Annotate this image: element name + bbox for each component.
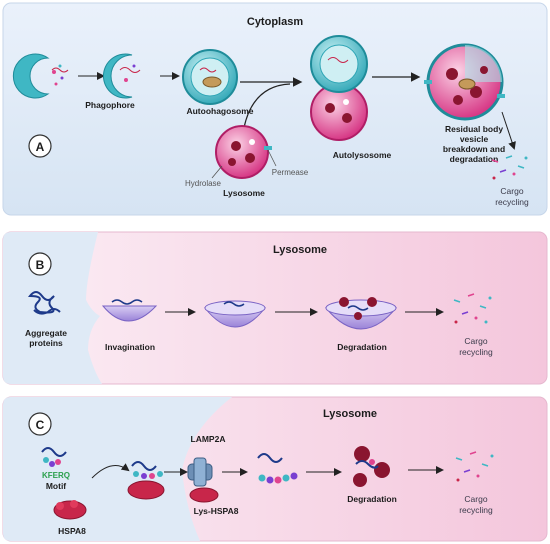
panel-b: Lysosome B Aggregate proteins Invaginati… <box>2 231 548 385</box>
label-cargo-b-1: Cargo <box>464 336 487 346</box>
hydrolase-pointer <box>211 165 223 179</box>
panel-c-letter: C <box>36 418 45 432</box>
label-lys-hspa8: Lys-HSPA8 <box>194 506 239 516</box>
label-hspa8: HSPA8 <box>58 526 86 536</box>
label-cargo-b-2: recycling <box>459 347 493 357</box>
unfolded-substrate-icon <box>257 453 298 484</box>
panel-a-letter: A <box>36 140 45 154</box>
label-lamp2a: LAMP2A <box>191 434 226 444</box>
lysosome-icon <box>215 125 272 179</box>
label-residual-4: degradation <box>450 154 499 164</box>
phagophore-closing-icon <box>102 53 141 99</box>
label-degradation-c: Degradation <box>347 494 397 504</box>
label-cargo-c-1: Cargo <box>464 494 487 504</box>
label-permease: Permease <box>272 168 309 177</box>
panel-a-letter-badge <box>28 134 52 158</box>
panel-a-background <box>2 2 548 216</box>
label-aggregate-1: Aggregate <box>25 328 67 338</box>
label-residual-2: vesicle <box>460 134 489 144</box>
permease-pointer <box>267 149 277 167</box>
hspa8-protein-icon <box>53 500 87 520</box>
cargo-fragments-c <box>455 451 494 482</box>
arrow-to-cargo-a <box>501 111 516 150</box>
lamp2a-receptor-icon <box>187 457 213 487</box>
phagophore-icon <box>12 53 69 99</box>
label-invagination: Invagination <box>105 342 155 352</box>
label-hydrolase: Hydrolase <box>185 179 222 188</box>
label-residual-3: breakdown and <box>443 144 505 154</box>
invagination-bowl-icon <box>101 299 158 322</box>
label-kferq: KFERQ <box>42 471 70 480</box>
panel-b-title: Lysosome <box>273 244 327 256</box>
panel-c-title: Lysosome <box>323 408 377 420</box>
label-phagophore: Phagophore <box>85 100 135 110</box>
label-cargo-a-1: Cargo <box>500 186 523 196</box>
lys-hspa8-protein-icon <box>189 487 219 503</box>
label-autophagosome: Autoohagosome <box>186 106 253 116</box>
autophagosome-icon <box>182 49 238 105</box>
panel-c: Lysosome C KFERQ Motif HSPA8 LAMP2A <box>2 396 548 542</box>
label-lysosome: Lysosome <box>223 188 265 198</box>
panel-b-letter: B <box>36 258 45 272</box>
arrow-c-1 <box>91 463 130 479</box>
label-cargo-a-2: recycling <box>495 197 529 207</box>
label-cargo-c-2: recycling <box>459 505 493 515</box>
panel-b-letter-badge <box>28 252 52 276</box>
cargo-fragments-b <box>453 293 492 324</box>
aggregate-proteins-icon <box>27 291 61 315</box>
substrate-complex-icon <box>127 461 165 500</box>
autolysosome-icon <box>310 35 368 141</box>
panel-c-letter-badge <box>28 412 52 436</box>
panel-a: Cytoplasm Phagophore Autoohagosome <box>2 2 548 216</box>
label-degradation-b: Degradation <box>337 342 387 352</box>
degradation-c-icon <box>353 446 390 487</box>
cargo-fragments-a <box>491 155 528 180</box>
label-aggregate-2: proteins <box>29 338 63 348</box>
kferq-substrate-icon <box>41 447 67 467</box>
label-motif: Motif <box>46 481 66 491</box>
label-residual-1: Residual body <box>445 124 503 134</box>
label-autolysosome: Autolysosome <box>333 150 392 160</box>
vesicle-bowl-icon <box>203 300 267 328</box>
residual-body-icon <box>424 43 505 121</box>
panel-a-title: Cytoplasm <box>247 16 303 28</box>
degradation-bowl-b-icon <box>324 297 398 330</box>
